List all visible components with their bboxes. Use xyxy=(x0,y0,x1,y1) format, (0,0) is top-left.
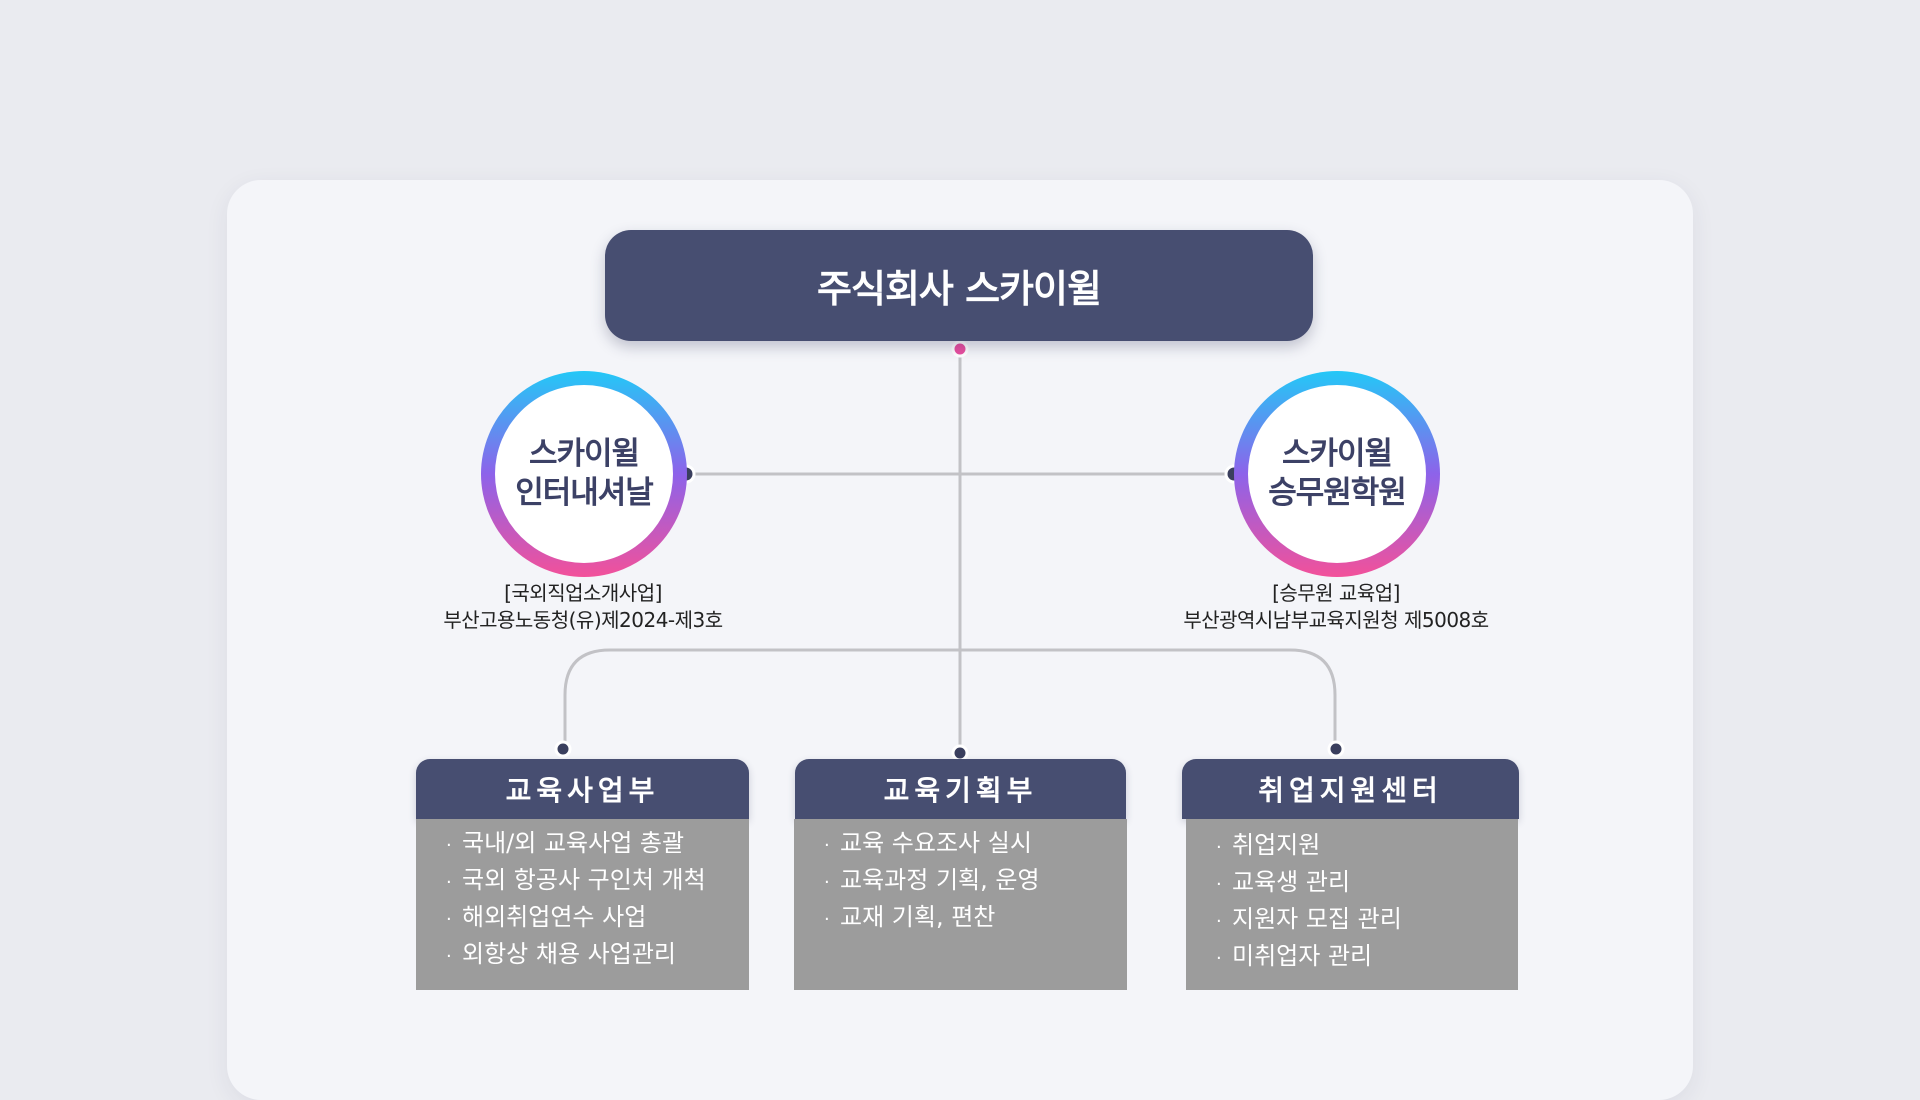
right-org-circle-inner: 스카이윌 승무원학원 xyxy=(1248,385,1426,563)
left-org-name-line1: 스카이윌 xyxy=(528,436,640,472)
right-org-caption: [승무원 교육업] 부산광역시남부교육지원청 제5008호 xyxy=(1116,580,1556,634)
left-org-caption-line1: [국외직업소개사업] xyxy=(504,581,662,605)
department-title: 교육기획부 xyxy=(883,774,1038,807)
left-org-circle-inner: 스카이윌 인터내셔날 xyxy=(495,385,673,563)
list-item: · 취업지원 xyxy=(1186,827,1518,864)
list-item-text: 교육 수요조사 실시 xyxy=(840,829,1032,857)
dept-dot-1 xyxy=(554,740,572,758)
list-item-text: 국외 항공사 구인처 개척 xyxy=(462,866,706,894)
right-org-name-line2: 승무원학원 xyxy=(1268,475,1407,511)
bullet: · xyxy=(446,872,452,893)
list-item-text: 미취업자 관리 xyxy=(1232,942,1373,970)
top-connector-dot xyxy=(951,340,969,358)
department-header: 교육기획부 xyxy=(795,759,1126,819)
list-item-text: 교육생 관리 xyxy=(1232,868,1351,896)
department-body: · 교육 수요조사 실시 · 교육과정 기획, 운영 · 교재 기획, 편찬 xyxy=(794,819,1127,990)
list-item: · 교육과정 기획, 운영 xyxy=(794,862,1127,899)
list-item-text: 해외취업연수 사업 xyxy=(462,903,647,931)
bullet: · xyxy=(1216,948,1222,969)
list-item-text: 국내/외 교육사업 총괄 xyxy=(462,829,685,857)
department-body: ·국내/외 교육사업 총괄 ·국외 항공사 구인처 개척 ·해외취업연수 사업 … xyxy=(416,819,749,990)
list-item-text: 지원자 모집 관리 xyxy=(1232,905,1402,933)
list-item: · 국외 항공사 구인처 개척 xyxy=(416,862,749,899)
list-item: · 해외취업연수 사업 xyxy=(416,899,749,936)
company-title-box: 주식회사 스카이윌 xyxy=(605,230,1313,341)
bullet: · xyxy=(446,946,452,967)
list-item-text: 교재 기획, 편찬 xyxy=(840,903,996,931)
list-item: · 교육 수요조사 실시 xyxy=(794,825,1127,862)
list-item: · 교육생 관리 xyxy=(1186,864,1518,901)
department-body: · 취업지원 · 교육생 관리 · 지원자 모집 관리 · 미취업자 관리 xyxy=(1186,819,1518,990)
bullet: · xyxy=(824,872,830,893)
company-title: 주식회사 스카이윌 xyxy=(817,267,1102,311)
list-item: · 교재 기획, 편찬 xyxy=(794,899,1127,936)
right-org-name-line1: 스카이윌 xyxy=(1281,436,1393,472)
department-title: 교육사업부 xyxy=(505,774,660,807)
dept-dot-2 xyxy=(951,744,969,762)
left-org-caption-line2: 부산고용노동청(유)제2024-제3호 xyxy=(443,608,723,632)
bullet: · xyxy=(1216,837,1222,858)
right-org-caption-line2: 부산광역시남부교육지원청 제5008호 xyxy=(1183,608,1489,632)
list-item: · 미취업자 관리 xyxy=(1186,938,1518,975)
right-org-circle: 스카이윌 승무원학원 xyxy=(1234,371,1440,577)
bullet: · xyxy=(446,909,452,930)
bullet: · xyxy=(1216,874,1222,895)
bullet: · xyxy=(824,909,830,930)
list-item-text: 취업지원 xyxy=(1232,831,1321,859)
left-org-name-line2: 인터내셔날 xyxy=(515,475,654,511)
list-item-text: 교육과정 기획, 운영 xyxy=(840,866,1040,894)
list-item: · 외항상 채용 사업관리 xyxy=(416,936,749,973)
right-org-caption-line1: [승무원 교육업] xyxy=(1272,581,1400,605)
dept-dot-3 xyxy=(1327,740,1345,758)
left-org-circle: 스카이윌 인터내셔날 xyxy=(481,371,687,577)
list-item: · 국내/외 교육사업 총괄 xyxy=(416,825,749,862)
department-header: 취업지원센터 xyxy=(1182,759,1519,819)
list-item: · 지원자 모집 관리 xyxy=(1186,901,1518,938)
bullet: · xyxy=(446,835,452,856)
department-title: 취업지원센터 xyxy=(1258,774,1443,807)
department-header: 교육사업부 xyxy=(416,759,749,819)
bullet: · xyxy=(824,835,830,856)
list-item-text: 외항상 채용 사업관리 xyxy=(462,940,676,968)
left-org-caption: [국외직업소개사업] 부산고용노동청(유)제2024-제3호 xyxy=(363,580,803,634)
bullet: · xyxy=(1216,911,1222,932)
branch-line xyxy=(563,648,1337,749)
